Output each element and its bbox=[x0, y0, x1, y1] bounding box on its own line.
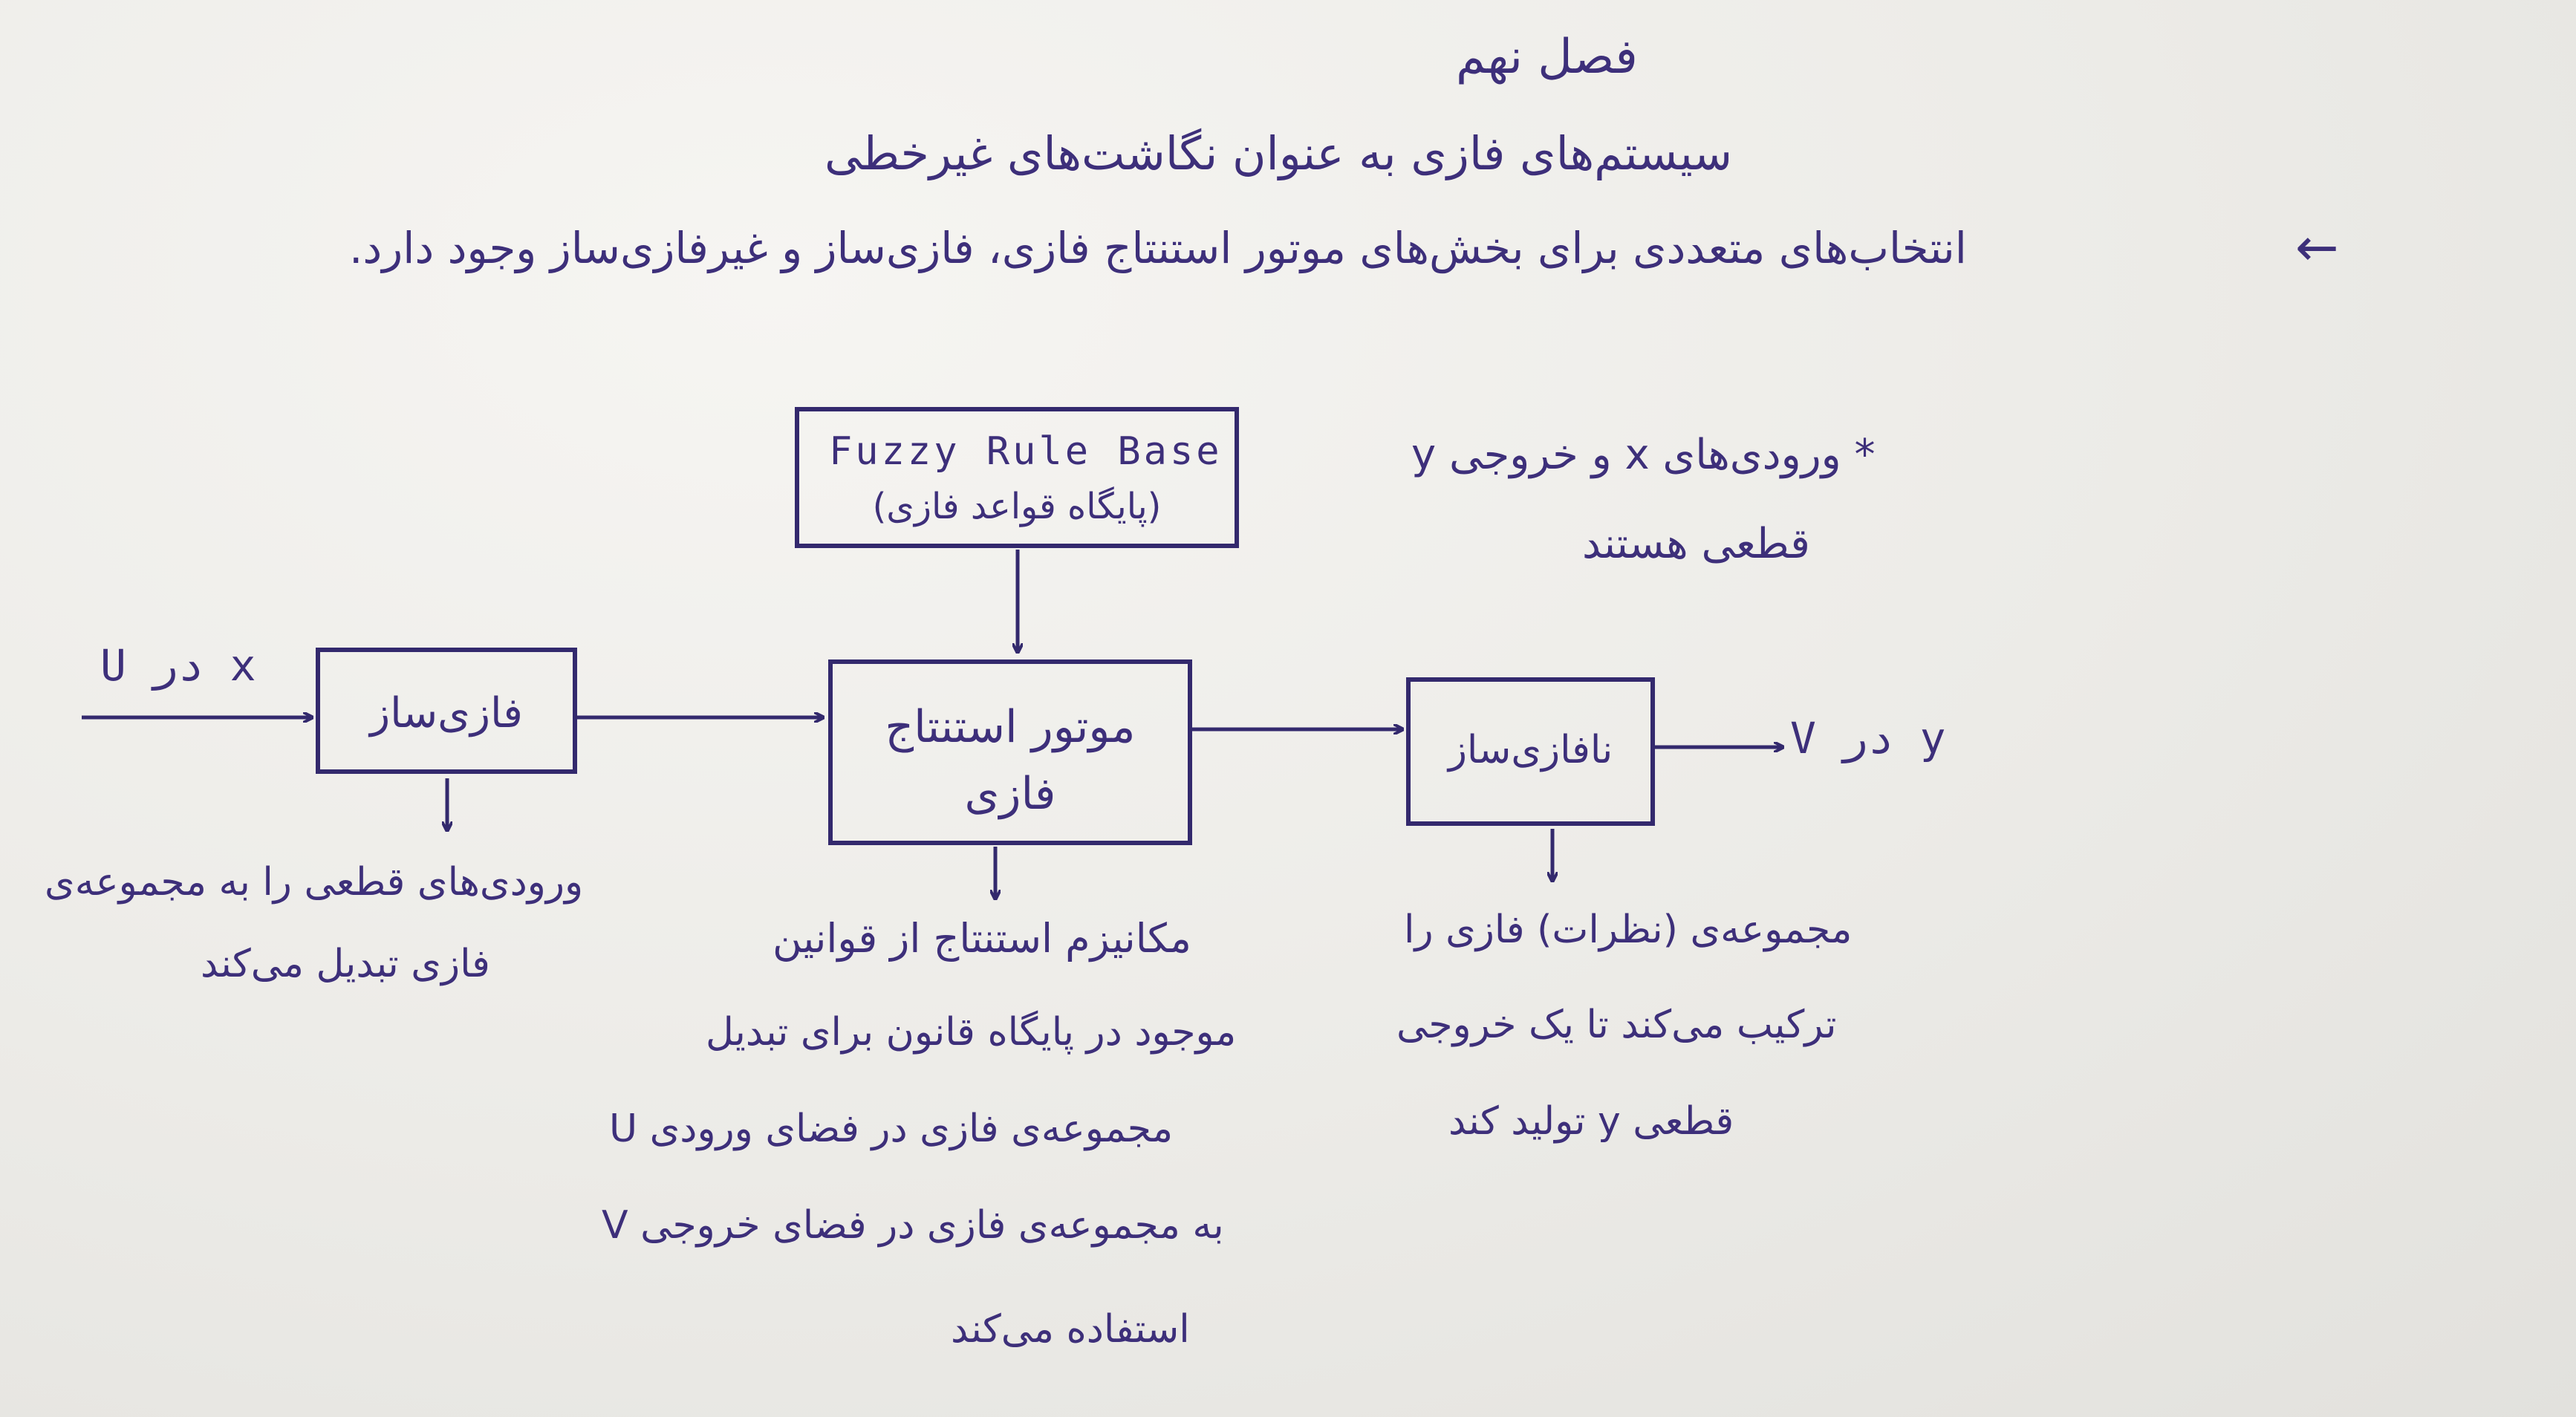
rule-base-subtitle: (پایگاه قواعد فازی) bbox=[872, 486, 1162, 527]
chapter-heading: فصل نهم bbox=[1456, 30, 1638, 85]
side-note-line2: قطعی هستند bbox=[1582, 520, 1810, 568]
rule-base-box: Fuzzy Rule Base (پایگاه قواعد فازی) bbox=[795, 407, 1239, 548]
side-note-line1: * ورودی‌های x و خروجی y bbox=[1411, 431, 1876, 479]
defuzzifier-caption-line1: مجموعه‌ی (نظرات) فازی را bbox=[1404, 908, 1853, 952]
input-label-text: x در U bbox=[100, 640, 256, 691]
intro-text: انتخاب‌های متعددی برای بخش‌های موتور است… bbox=[349, 223, 1967, 273]
defuzzifier-label: نافازی‌ساز bbox=[1448, 728, 1613, 772]
rule-base-title: Fuzzy Rule Base bbox=[829, 429, 1223, 474]
defuzzifier-caption-line2: ترکیب می‌کند تا یک خروجی bbox=[1396, 1003, 1837, 1047]
engine-caption-line3: مجموعه‌ی فازی در فضای ورودی U bbox=[609, 1107, 1174, 1151]
defuzzifier-box: نافازی‌ساز bbox=[1406, 677, 1655, 826]
inference-engine-label-line2: فازی bbox=[964, 768, 1056, 820]
inference-engine-label-line1: موتور استنتاج bbox=[885, 701, 1136, 753]
defuzzifier-caption-line3: قطعی y تولید کند bbox=[1448, 1099, 1734, 1144]
engine-caption-line1: مکانیزم استنتاج از قوانین bbox=[773, 915, 1191, 962]
fuzzifier-caption-line1: ورودی‌های قطعی را به مجموعه‌ی bbox=[45, 860, 584, 905]
fuzzifier-caption-line2: فازی تبدیل می‌کند bbox=[201, 942, 490, 986]
input-label: x در U bbox=[100, 640, 256, 691]
engine-caption-line2: موجود در پایگاه قانون برای تبدیل bbox=[706, 1010, 1237, 1055]
inference-engine-box: موتور استنتاج فازی bbox=[828, 659, 1192, 845]
engine-caption-line4: به مجموعه‌ی فازی در فضای خروجی V bbox=[602, 1203, 1224, 1248]
fuzzifier-label: فازی‌ساز bbox=[370, 689, 523, 737]
fuzzifier-box: فازی‌ساز bbox=[316, 648, 577, 774]
chapter-title: سیستم‌های فازی به عنوان نگاشت‌های غیرخطی bbox=[824, 126, 1733, 180]
intro-arrow: ← bbox=[2295, 217, 2339, 278]
output-label: y در V bbox=[1790, 713, 1946, 763]
output-label-text: y در V bbox=[1790, 713, 1946, 763]
engine-caption-line5: استفاده می‌کند bbox=[951, 1307, 1190, 1352]
